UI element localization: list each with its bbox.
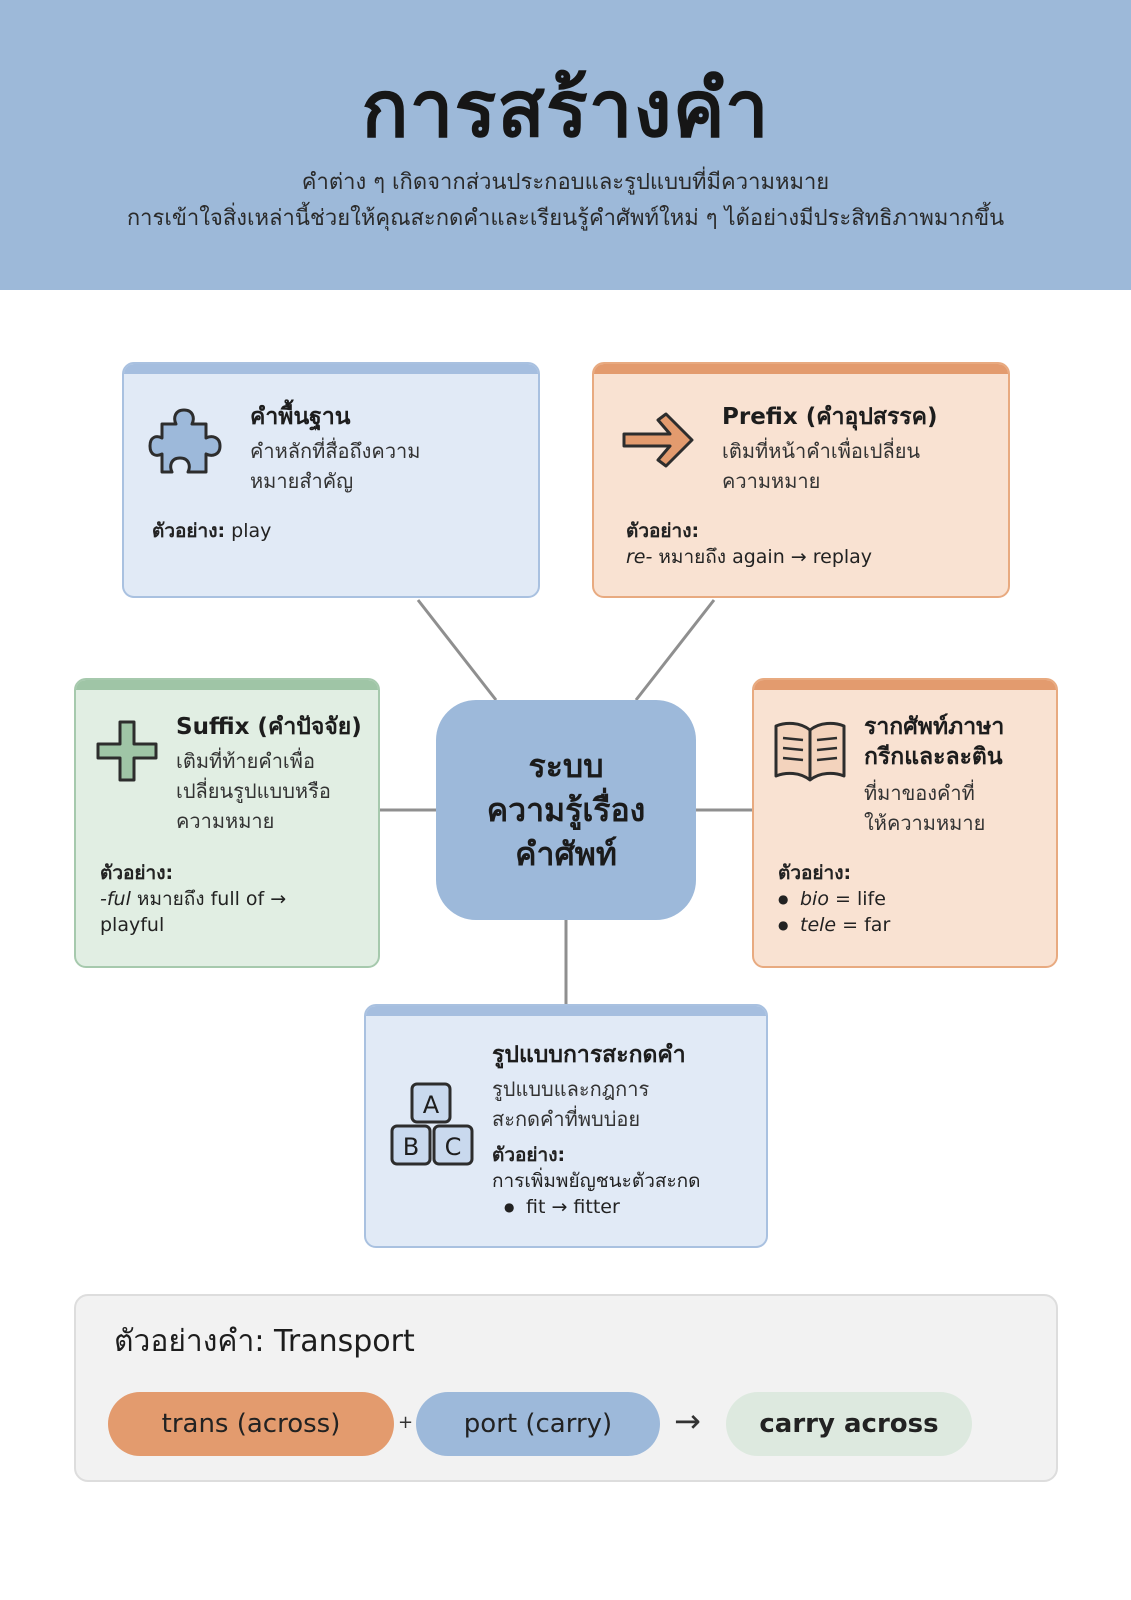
card-example: ตัวอย่าง: -ful หมายถึง full of → playful xyxy=(100,860,286,938)
card-greek-latin-roots: รากศัพท์ภาษา กรีกและละติน ที่มาของคำที่ … xyxy=(752,678,1058,968)
example-text-2: playful xyxy=(100,914,165,936)
card-desc-line-3: ความหมาย xyxy=(176,809,275,833)
example-text: หมายถึง again → replay xyxy=(658,546,873,568)
list-item: tele = far xyxy=(778,912,890,938)
card-prefix: Prefix (คำอุปสรรค) เติมที่หน้าคำเพื่อเปล… xyxy=(592,362,1010,598)
card-desc-line-1: เติมที่หน้าคำเพื่อเปลี่ยน xyxy=(722,439,921,463)
card-topbar xyxy=(594,364,1008,374)
example-label: ตัวอย่าง: xyxy=(626,520,700,542)
block-letter-b: B xyxy=(403,1133,419,1161)
block-letter-c: C xyxy=(445,1133,462,1161)
card-desc-line-1: คำหลักที่สื่อถึงความ xyxy=(250,439,421,463)
page-title: การสร้างคำ xyxy=(361,65,770,155)
card-desc-line-2: ความหมาย xyxy=(722,469,821,493)
plus-icon xyxy=(94,718,160,784)
connector-prefix xyxy=(634,599,716,701)
example-text: play xyxy=(231,520,272,542)
card-title-line-1: รากศัพท์ภาษา xyxy=(864,714,1005,740)
center-line-2: ความรู้เรื่อง xyxy=(486,791,646,829)
example-label: ตัวอย่าง: xyxy=(152,520,226,542)
card-base-word: คำพื้นฐาน คำหลักที่สื่อถึงความ หมายสำคัญ… xyxy=(122,362,540,598)
plus-sign: + xyxy=(398,1412,414,1433)
card-example: ตัวอย่าง: bio = life tele = far xyxy=(778,860,890,938)
example-affix: re- xyxy=(626,546,653,568)
example-title: ตัวอย่างคำ: Transport xyxy=(114,1324,415,1359)
card-desc-line-2: ให้ความหมาย xyxy=(864,811,986,835)
example-label: ตัวอย่าง: xyxy=(100,862,174,884)
center-line-1: ระบบ xyxy=(528,747,604,785)
card-desc-line-1: ที่มาของคำที่ xyxy=(864,781,975,805)
card-desc-line-2: หมายสำคัญ xyxy=(250,469,354,493)
card-title-line-2: กรีกและละติน xyxy=(864,744,1003,770)
meaning-result-pill: carry across xyxy=(726,1392,972,1456)
card-desc-line-1: รูปแบบและกฎการ xyxy=(492,1077,650,1101)
prefix-part-pill: trans (across) xyxy=(108,1392,394,1456)
card-topbar xyxy=(366,1006,766,1016)
card-desc-line-2: เปลี่ยนรูปแบบหรือ xyxy=(176,779,331,803)
subtitle-line-2: การเข้าใจสิ่งเหล่านี้ช่วยให้คุณสะกดคำและ… xyxy=(126,206,1005,231)
card-title: รูปแบบการสะกดคำ xyxy=(492,1042,686,1068)
example-label: ตัวอย่าง: xyxy=(492,1144,566,1166)
card-example: ตัวอย่าง: re- หมายถึง again → replay xyxy=(626,518,872,570)
card-suffix: Suffix (คำปัจจัย) เติมที่ท้ายคำเพื่อ เปล… xyxy=(74,678,380,968)
example-text: หมายถึง full of → xyxy=(136,888,287,910)
card-spelling-patterns: A B C รูปแบบการสะกดคำ รูปแบบและกฎการ สะก… xyxy=(364,1004,768,1248)
connector-base xyxy=(416,599,498,701)
center-line-3: คำศัพท์ xyxy=(515,835,617,873)
puzzle-piece-icon xyxy=(148,402,222,476)
root-part-pill: port (carry) xyxy=(416,1392,660,1456)
card-example: ตัวอย่าง: การเพิ่มพยัญชนะตัวสะกด fit → f… xyxy=(492,1142,701,1220)
example-label: ตัวอย่าง: xyxy=(778,862,852,884)
center-node: ระบบ ความรู้เรื่อง คำศัพท์ xyxy=(436,700,696,920)
card-title: คำพื้นฐาน xyxy=(250,404,351,430)
card-title: Suffix (คำปัจจัย) xyxy=(176,714,362,740)
root-meaning: = far xyxy=(842,914,891,936)
result-arrow: → xyxy=(674,1402,701,1440)
subtitle-line-1: คำต่าง ๆ เกิดจากส่วนประกอบและรูปแบบที่มี… xyxy=(301,170,830,195)
abc-blocks-icon: A B C xyxy=(390,1082,474,1166)
card-example: ตัวอย่าง: play xyxy=(152,518,271,544)
card-desc-line-2: สะกดคำที่พบบ่อย xyxy=(492,1107,641,1131)
arrow-right-icon xyxy=(620,410,696,470)
root-word: tele xyxy=(800,914,837,936)
example-word-box: ตัวอย่างคำ: Transport trans (across) + p… xyxy=(74,1294,1058,1482)
header-banner: การสร้างคำ คำต่าง ๆ เกิดจากส่วนประกอบและ… xyxy=(0,0,1131,290)
root-word: bio xyxy=(800,888,829,910)
card-desc-line-1: เติมที่ท้ายคำเพื่อ xyxy=(176,749,315,773)
card-topbar xyxy=(76,680,378,690)
card-topbar xyxy=(754,680,1056,690)
block-letter-a: A xyxy=(423,1091,440,1119)
card-topbar xyxy=(124,364,538,374)
example-affix: -ful xyxy=(100,888,131,910)
open-book-icon xyxy=(770,718,850,784)
card-title: Prefix (คำอุปสรรค) xyxy=(722,404,938,430)
list-item: fit → fitter xyxy=(504,1194,701,1220)
example-text: การเพิ่มพยัญชนะตัวสะกด xyxy=(492,1170,701,1192)
root-meaning: = life xyxy=(835,888,886,910)
list-item: bio = life xyxy=(778,886,890,912)
